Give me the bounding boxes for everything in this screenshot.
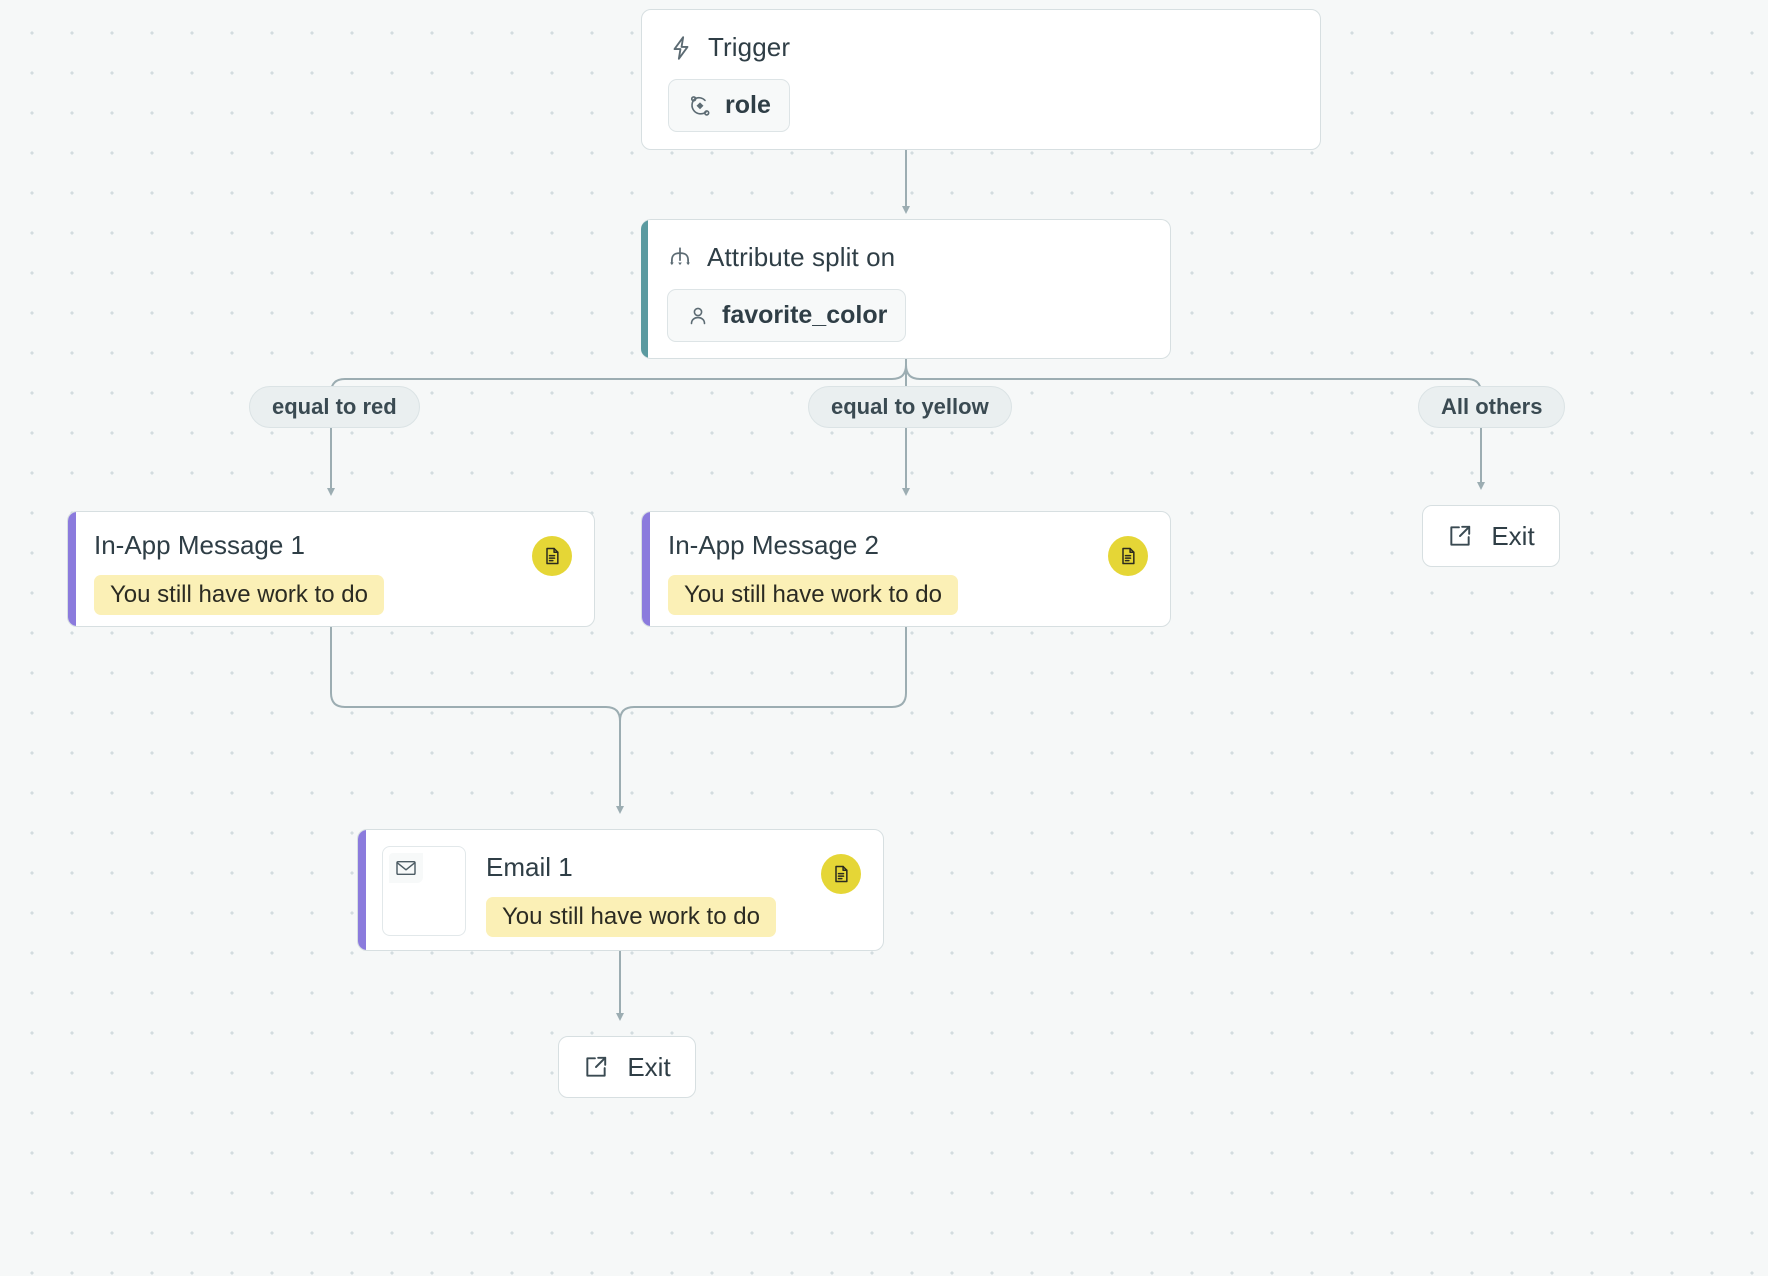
email-1-thumbnail xyxy=(382,846,466,936)
split-header: Attribute split on xyxy=(667,242,1144,273)
email-1-preview-text: You still have work to do xyxy=(486,897,776,937)
email-1-title: Email 1 xyxy=(486,852,573,882)
split-title: Attribute split on xyxy=(707,242,896,272)
split-fork-icon xyxy=(667,245,693,271)
node-trigger[interactable]: Trigger role xyxy=(641,9,1321,150)
trigger-title: Trigger xyxy=(708,32,791,62)
document-icon xyxy=(831,864,851,884)
branch-label-all-others[interactable]: All others xyxy=(1418,386,1566,428)
node-in-app-message-1[interactable]: In-App Message 1 You still have work to … xyxy=(67,511,595,627)
email-1-accent-bar xyxy=(358,830,366,950)
in-app-2-preview-text: You still have work to do xyxy=(668,575,958,615)
node-exit-all-others[interactable]: Exit xyxy=(1422,505,1560,567)
lightning-bolt-icon xyxy=(668,34,694,62)
trigger-header: Trigger xyxy=(668,32,1294,63)
trigger-chip-label: role xyxy=(725,91,771,119)
document-icon xyxy=(1118,546,1138,566)
in-app-1-title: In-App Message 1 xyxy=(94,530,306,560)
in-app-1-body: In-App Message 1 You still have work to … xyxy=(68,512,594,626)
in-app-1-accent-bar xyxy=(68,512,76,626)
external-link-icon xyxy=(583,1054,609,1080)
node-exit-main[interactable]: Exit xyxy=(558,1036,696,1098)
user-icon xyxy=(686,304,710,328)
external-link-icon xyxy=(1447,523,1473,549)
in-app-1-document-badge[interactable] xyxy=(532,536,572,576)
split-chip-label: favorite_color xyxy=(722,301,888,329)
node-attribute-split[interactable]: Attribute split on favorite_color xyxy=(641,219,1171,359)
exit-bottom-label: Exit xyxy=(627,1051,671,1082)
in-app-2-accent-bar xyxy=(642,512,650,626)
exit-right-label: Exit xyxy=(1491,520,1535,551)
node-email-1[interactable]: Email 1 You still have work to do xyxy=(357,829,884,951)
in-app-2-title: In-App Message 2 xyxy=(668,530,880,560)
envelope-icon xyxy=(389,853,423,883)
in-app-1-preview-text: You still have work to do xyxy=(94,575,384,615)
branch-label-equal-to-yellow[interactable]: equal to yellow xyxy=(808,386,1012,428)
split-chip-attribute[interactable]: favorite_color xyxy=(667,289,907,342)
branch-label-equal-to-red[interactable]: equal to red xyxy=(249,386,420,428)
email-1-document-badge[interactable] xyxy=(821,854,861,894)
object-node-icon xyxy=(687,93,713,119)
split-accent-bar xyxy=(641,220,648,358)
in-app-2-document-badge[interactable] xyxy=(1108,536,1148,576)
email-1-text-column: Email 1 You still have work to do xyxy=(486,846,776,937)
node-in-app-message-2[interactable]: In-App Message 2 You still have work to … xyxy=(641,511,1171,627)
email-1-body: Email 1 You still have work to do xyxy=(358,830,883,950)
in-app-2-body: In-App Message 2 You still have work to … xyxy=(642,512,1170,626)
document-icon xyxy=(542,546,562,566)
trigger-chip-role[interactable]: role xyxy=(668,79,790,132)
